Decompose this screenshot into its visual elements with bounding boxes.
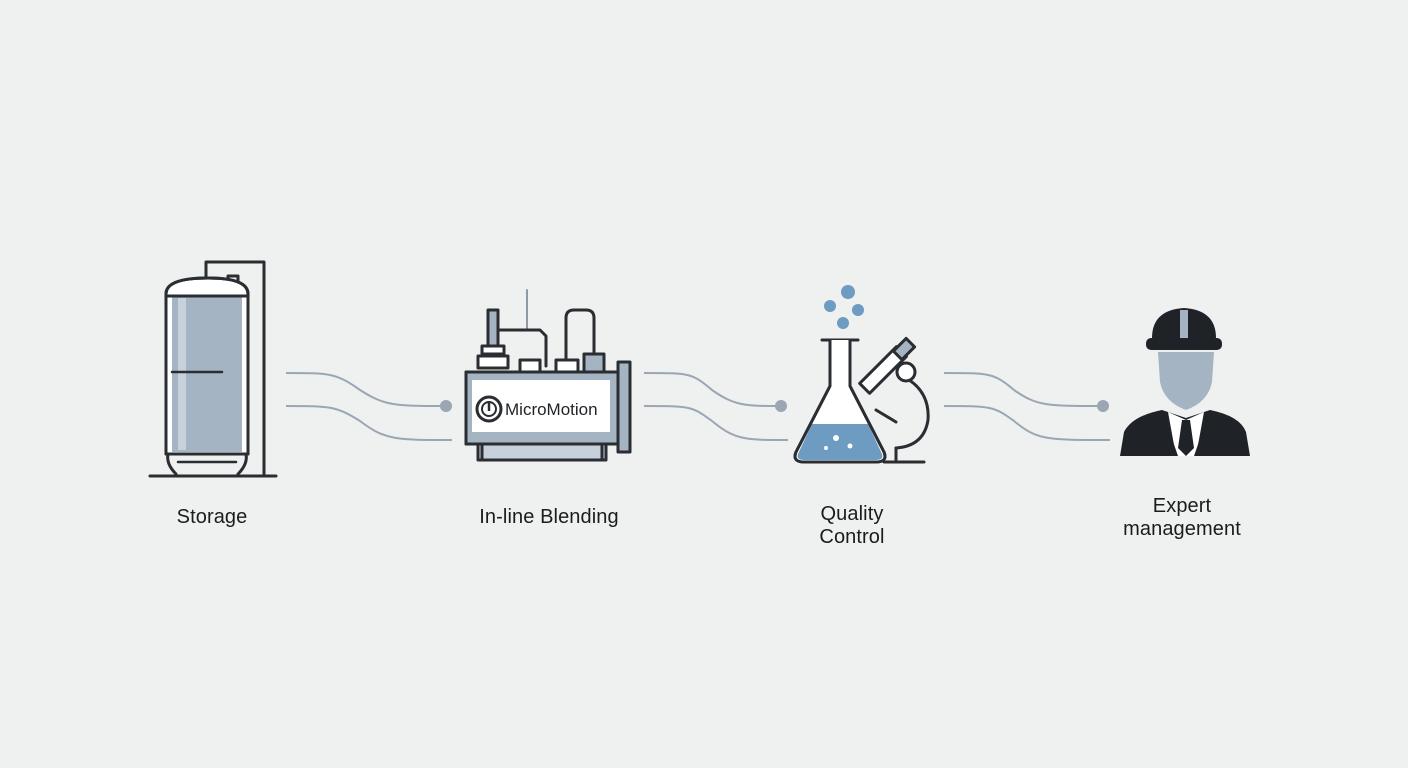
stage-label-storage: Storage <box>176 506 248 528</box>
storage-tank-icon <box>148 260 278 478</box>
connector-dot <box>775 400 787 412</box>
flask-microscope-icon <box>793 285 930 464</box>
connector-dot <box>440 400 452 412</box>
stage-label-quality-control: Quality Control <box>819 503 885 548</box>
connector-quality-expert <box>943 372 1111 441</box>
worker-hardhat-icon <box>1120 308 1250 456</box>
stage-label-expert-management: Expert management <box>1123 495 1241 540</box>
blending-unit-icon <box>464 289 632 462</box>
stage-label-blending: In-line Blending <box>479 506 619 528</box>
connector-dot <box>1097 400 1109 412</box>
connector-storage-blending <box>285 372 453 441</box>
micromotion-logo: MicroMotion <box>475 395 598 423</box>
connector-blending-quality <box>643 372 789 441</box>
brand-name: MicroMotion <box>505 400 598 419</box>
